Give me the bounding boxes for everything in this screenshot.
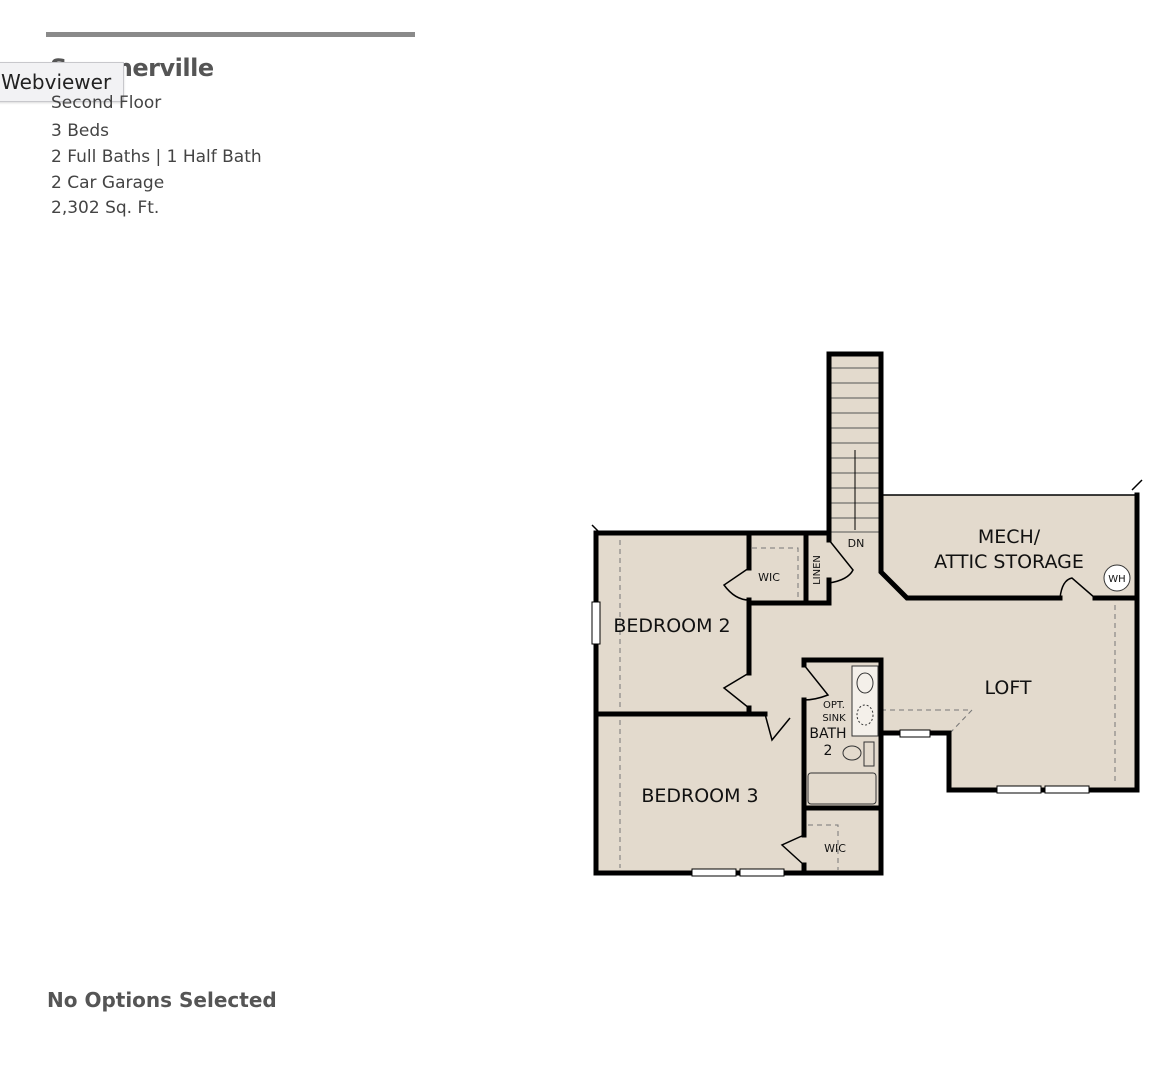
floor-area	[596, 354, 1137, 873]
room-loft: LOFT	[984, 677, 1031, 699]
header-divider	[46, 32, 415, 37]
options-status: No Options Selected	[47, 988, 277, 1012]
opt-sink-line1: OPT.	[823, 700, 845, 711]
room-mech-line2: ATTIC STORAGE	[934, 551, 1084, 573]
garage-info: 2 Car Garage	[51, 173, 165, 193]
bath-fixtures	[807, 564, 1131, 805]
water-heater-label: WH	[1108, 574, 1125, 585]
walls	[593, 351, 1140, 876]
room-bedroom-2: BEDROOM 2	[613, 615, 730, 637]
room-linen: LINEN	[812, 555, 823, 585]
room-wic-2: WIC	[824, 842, 846, 855]
beds-count: 3 Beds	[51, 121, 109, 141]
thin-lines	[591, 479, 1143, 866]
baths-count: 2 Full Baths | 1 Half Bath	[51, 147, 262, 167]
opt-sink-line2: SINK	[822, 713, 846, 724]
room-wic-1: WIC	[758, 571, 780, 584]
room-bath-line1: BATH	[809, 726, 846, 742]
room-bath-line2: 2	[824, 743, 833, 759]
room-mech-line1: MECH/	[978, 526, 1041, 548]
stairs-down-label: DN	[848, 537, 865, 550]
dashed-lines	[619, 540, 1116, 870]
stair-treads	[831, 367, 879, 533]
square-footage: 2,302 Sq. Ft.	[51, 198, 160, 218]
floor-label: Second Floor	[51, 93, 162, 113]
room-labels: BEDROOM 2 BEDROOM 3 WIC WIC LINEN DN MEC…	[613, 526, 1125, 855]
windows	[591, 601, 1090, 877]
room-bedroom-3: BEDROOM 3	[641, 785, 758, 807]
webviewer-tooltip: Webviewer	[0, 62, 125, 102]
